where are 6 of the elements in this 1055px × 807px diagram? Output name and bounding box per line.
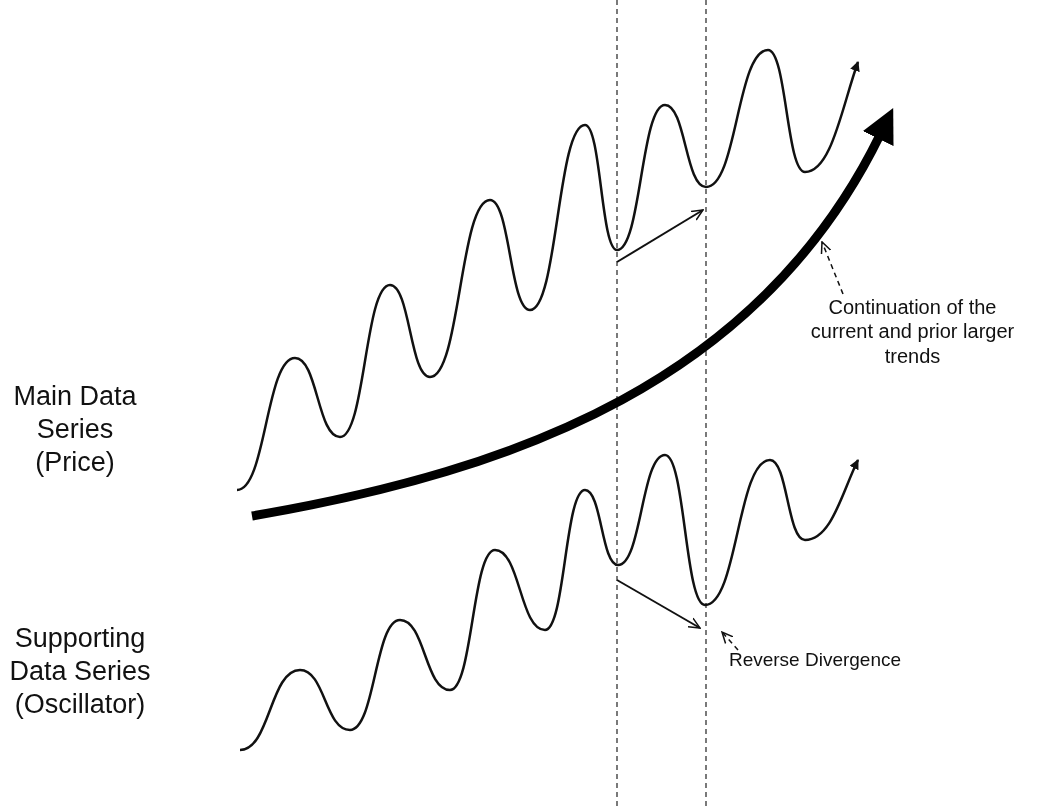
series-label: Reverse Divergence (727, 648, 903, 672)
series-label: Supporting Data Series (Oscillator) (8, 622, 152, 721)
series-label: Continuation of the current and prior larger trends (809, 295, 1016, 369)
series-label: Main Data Series (Price) (12, 380, 138, 479)
leader-line (721, 631, 739, 651)
leader-line (820, 241, 844, 295)
